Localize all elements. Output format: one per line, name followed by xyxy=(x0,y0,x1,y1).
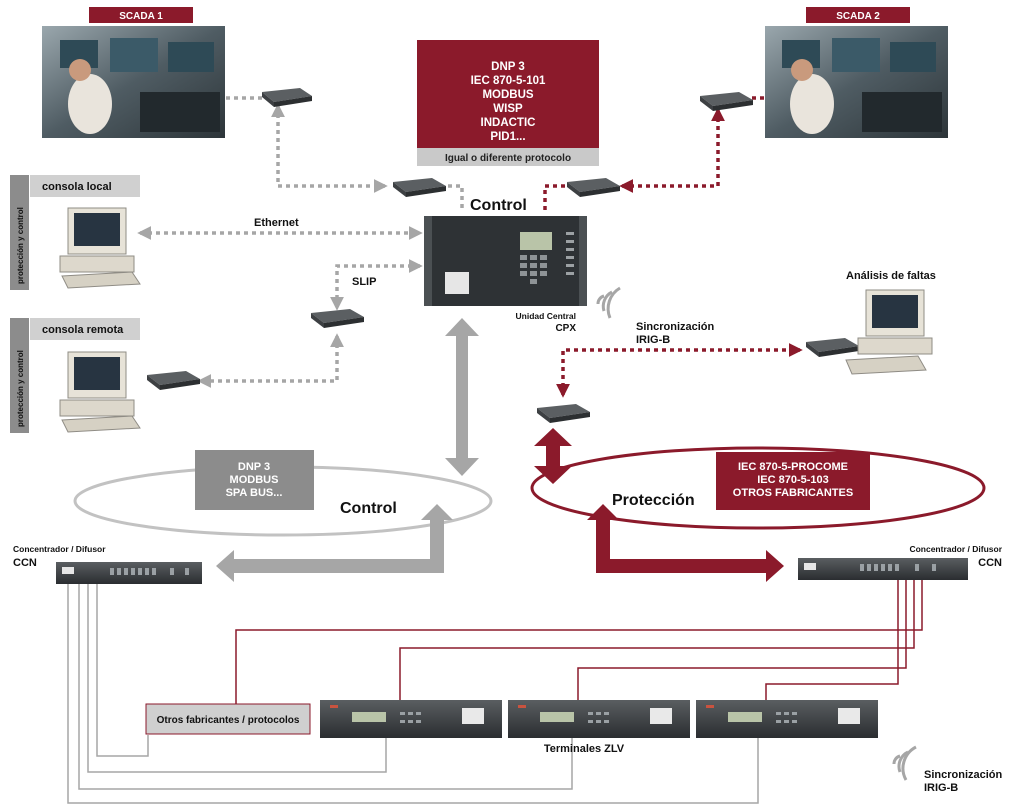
ccn-right: Concentrador / Difusor CCN xyxy=(798,544,1003,580)
sync-top-line1: Sincronización xyxy=(636,321,715,333)
grey-wiring xyxy=(68,584,758,803)
modem-scada1 xyxy=(262,88,312,107)
cpx-control-label: Control xyxy=(470,197,527,214)
protection-protocol-box: IEC 870-5-PROCOME IEC 870-5-103 OTROS FA… xyxy=(716,452,870,510)
zlv-terminal xyxy=(320,700,502,738)
protocol-line: IEC 870-5-101 xyxy=(471,75,546,87)
control-ring-label: Control xyxy=(340,500,397,517)
ccn-right-label: Concentrador / Difusor xyxy=(909,544,1002,554)
protection-protocol-line: IEC 870-5-103 xyxy=(757,474,829,486)
zlv-terminal xyxy=(696,700,878,738)
cpx-control-bus-arrow xyxy=(445,318,479,476)
console-remote-side-label: protección y control xyxy=(16,350,25,427)
modem-remote-console xyxy=(147,371,200,390)
ethernet-label: Ethernet xyxy=(254,217,299,229)
console-local: protección y control consola local xyxy=(10,175,140,290)
control-to-ccn-arrow xyxy=(216,504,453,582)
scada2-label: SCADA 2 xyxy=(836,11,880,22)
scada2-panel: SCADA 2 xyxy=(765,7,948,138)
ccn-left-code: CCN xyxy=(13,557,37,569)
red-wiring xyxy=(236,580,922,710)
zlv-terminal xyxy=(508,700,690,738)
other-vendors-box: Otros fabricantes / protocolos xyxy=(146,704,310,734)
slip-label: SLIP xyxy=(352,276,376,288)
modem-sync xyxy=(537,404,590,423)
protection-ring-label: Protección xyxy=(612,492,695,509)
sync-top-line2: IRIG-B xyxy=(636,334,670,346)
control-protocol-line: MODBUS xyxy=(230,474,279,486)
console-remote-title: consola remota xyxy=(42,324,124,336)
protection-protocol-line: IEC 870-5-PROCOME xyxy=(738,461,848,473)
fault-analysis-computer xyxy=(846,290,932,374)
sync-signal-icon xyxy=(598,288,620,318)
protocol-line: INDACTIC xyxy=(481,117,536,129)
central-unit-code: CPX xyxy=(555,323,576,334)
central-unit-label: Unidad Central xyxy=(516,311,576,321)
control-protocol-box: DNP 3 MODBUS SPA BUS... xyxy=(195,450,314,510)
central-unit-cpx xyxy=(424,216,587,306)
scada1-label: SCADA 1 xyxy=(119,11,163,22)
modem-scada2 xyxy=(700,92,753,111)
control-protocol-line: SPA BUS... xyxy=(226,487,283,499)
ccn-left-label: Concentrador / Difusor xyxy=(13,544,106,554)
protocol-line: PID1... xyxy=(490,131,525,143)
protocol-line: WISP xyxy=(493,103,523,115)
protocol-footer: Igual o diferente protocolo xyxy=(445,153,571,164)
modem-slip xyxy=(311,309,364,328)
sync-signal-icon-bottom xyxy=(894,747,916,780)
console-remote: protección y control consola remota xyxy=(10,318,140,433)
protocol-box: DNP 3 IEC 870-5-101 MODBUS WISP INDACTIC… xyxy=(417,40,599,166)
fault-analysis-label: Análisis de faltas xyxy=(846,270,936,282)
control-protocol-line: DNP 3 xyxy=(238,461,270,473)
sync-bottom-line1: Sincronización xyxy=(924,769,1003,781)
sync-protection-bus-arrow xyxy=(534,428,572,484)
scada1-panel: SCADA 1 xyxy=(42,7,225,138)
modem-top-right xyxy=(567,178,620,197)
console-local-title: consola local xyxy=(42,181,112,193)
protocol-line: DNP 3 xyxy=(491,61,525,73)
ccn-right-code: CCN xyxy=(978,557,1002,569)
ccn-left: Concentrador / Difusor CCN xyxy=(13,544,202,584)
terminals-label: Terminales ZLV xyxy=(544,743,625,755)
modem-top-center xyxy=(393,178,446,197)
protocol-line: MODBUS xyxy=(482,89,533,101)
protection-to-ccn-arrow xyxy=(587,504,784,582)
console-local-side-label: protección y control xyxy=(16,207,25,284)
sync-bottom-line2: IRIG-B xyxy=(924,782,958,794)
other-vendors-label: Otros fabricantes / protocolos xyxy=(157,715,300,726)
protection-protocol-line: OTROS FABRICANTES xyxy=(733,487,853,499)
modem-fault-analysis xyxy=(806,338,859,357)
